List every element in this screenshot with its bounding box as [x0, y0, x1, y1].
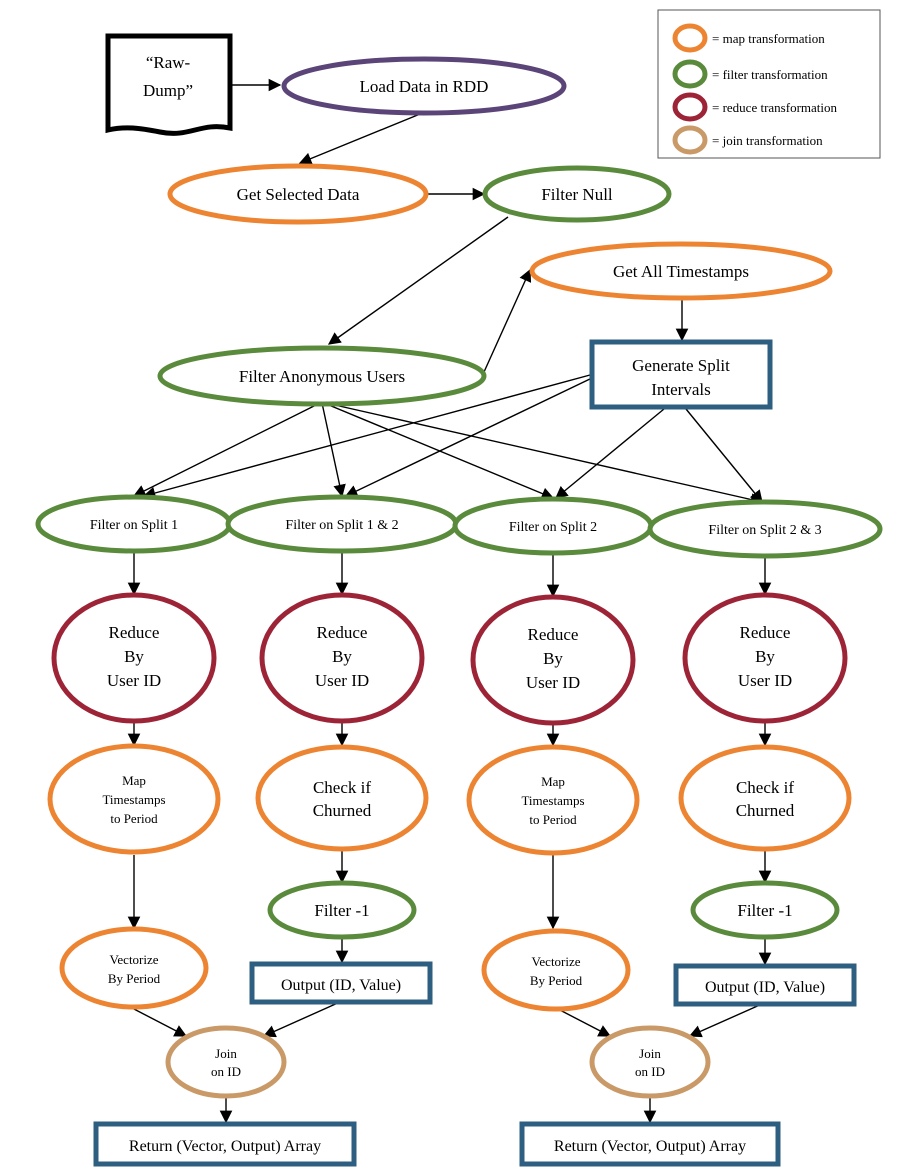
svg-text:to Period: to Period [110, 811, 158, 826]
legend-filter-swatch [672, 59, 708, 89]
svg-text:Reduce: Reduce [317, 623, 368, 642]
filter-split-2-node: Filter on Split 2 [452, 496, 654, 556]
svg-text:Filter on Split 1 & 2: Filter on Split 1 & 2 [285, 518, 398, 533]
check-churned-node-2: Check if Churned [678, 744, 852, 852]
check-churned-node-1: Check if Churned [255, 744, 429, 852]
svg-text:Join: Join [639, 1046, 661, 1061]
svg-text:User ID: User ID [107, 671, 161, 690]
svg-text:Return (Vector, Output) Array: Return (Vector, Output) Array [129, 1138, 321, 1155]
svg-text:Get Selected Data: Get Selected Data [237, 185, 360, 204]
svg-text:Map: Map [541, 774, 565, 789]
vectorize-node-1: Vectorize By Period [59, 926, 209, 1010]
svg-text:Return (Vector, Output) Array: Return (Vector, Output) Array [554, 1138, 746, 1155]
svg-text:on ID: on ID [211, 1064, 241, 1079]
reduce-node-2: Reduce By User ID [259, 592, 425, 724]
svg-text:Filter on Split 2 & 3: Filter on Split 2 & 3 [708, 523, 821, 538]
svg-text:Reduce: Reduce [109, 623, 160, 642]
svg-text:Filter -1: Filter -1 [314, 901, 369, 920]
filter-split-1-node: Filter on Split 1 [35, 494, 233, 554]
filter-neg1-node-1: Filter -1 [267, 880, 417, 940]
svg-text:Reduce: Reduce [740, 623, 791, 642]
svg-text:Intervals: Intervals [651, 380, 710, 399]
svg-text:Timestamps: Timestamps [521, 793, 584, 808]
generate-split-intervals-node: Generate Split Intervals [589, 339, 773, 410]
legend-filter-label: = filter transformation [712, 67, 828, 82]
filter-split-2-3-node: Filter on Split 2 & 3 [647, 499, 883, 559]
svg-text:By: By [543, 649, 563, 668]
svg-text:By: By [755, 647, 775, 666]
svg-text:Timestamps: Timestamps [102, 792, 165, 807]
raw-dump-node: “Raw- Dump” [105, 33, 233, 136]
svg-text:Churned: Churned [313, 801, 372, 820]
return-node-1: Return (Vector, Output) Array [93, 1121, 357, 1167]
reduce-node-1: Reduce By User ID [51, 592, 217, 724]
svg-text:Filter on Split 2: Filter on Split 2 [509, 520, 597, 535]
join-node-2: Join on ID [589, 1025, 711, 1099]
svg-text:Reduce: Reduce [528, 625, 579, 644]
svg-text:Churned: Churned [736, 801, 795, 820]
edges [127, 78, 772, 1124]
svg-text:User ID: User ID [526, 673, 580, 692]
svg-text:Filter on Split 1: Filter on Split 1 [90, 518, 178, 533]
svg-text:By: By [332, 647, 352, 666]
filter-neg1-node-2: Filter -1 [690, 880, 840, 940]
svg-text:By Period: By Period [530, 973, 583, 988]
svg-text:Filter Anonymous Users: Filter Anonymous Users [239, 367, 405, 386]
legend-reduce-swatch [672, 92, 708, 122]
legend-map-label: = map transformation [712, 31, 825, 46]
svg-text:Filter -1: Filter -1 [737, 901, 792, 920]
svg-text:on ID: on ID [635, 1064, 665, 1079]
svg-text:“Raw-: “Raw- [146, 53, 191, 72]
output-node-1: Output (ID, Value) [249, 961, 433, 1005]
vectorize-node-2: Vectorize By Period [481, 928, 631, 1012]
svg-text:Load Data in RDD: Load Data in RDD [360, 77, 489, 96]
filter-null-node: Filter Null [482, 165, 672, 223]
svg-text:Generate Split: Generate Split [632, 356, 730, 375]
svg-text:Map: Map [122, 773, 146, 788]
return-node-2: Return (Vector, Output) Array [519, 1121, 781, 1167]
map-timestamps-node-2: Map Timestamps to Period [466, 744, 640, 856]
svg-text:Get All Timestamps: Get All Timestamps [613, 262, 749, 281]
join-node-1: Join on ID [165, 1025, 287, 1099]
legend-map-swatch [672, 23, 708, 53]
svg-text:Output (ID, Value): Output (ID, Value) [281, 977, 401, 994]
legend: = map transformation = filter transforma… [657, 9, 881, 159]
svg-text:Check if: Check if [313, 778, 371, 797]
svg-text:Filter Null: Filter Null [541, 185, 613, 204]
output-node-2: Output (ID, Value) [673, 963, 857, 1007]
legend-reduce-label: = reduce transformation [712, 100, 838, 115]
svg-text:Vectorize: Vectorize [531, 954, 580, 969]
filter-anonymous-users-node: Filter Anonymous Users [157, 345, 487, 407]
map-timestamps-node-1: Map Timestamps to Period [47, 743, 221, 855]
svg-text:Output (ID, Value): Output (ID, Value) [705, 979, 825, 996]
get-selected-data-node: Get Selected Data [167, 163, 429, 225]
reduce-node-3: Reduce By User ID [470, 594, 636, 726]
legend-join-swatch [672, 125, 708, 155]
svg-text:Check if: Check if [736, 778, 794, 797]
svg-text:User ID: User ID [315, 671, 369, 690]
reduce-node-4: Reduce By User ID [682, 592, 848, 724]
svg-text:User ID: User ID [738, 671, 792, 690]
load-data-node: Load Data in RDD [281, 56, 567, 116]
filter-split-1-2-node: Filter on Split 1 & 2 [225, 494, 459, 554]
svg-text:Join: Join [215, 1046, 237, 1061]
svg-text:By Period: By Period [108, 971, 161, 986]
svg-text:to Period: to Period [529, 812, 577, 827]
get-all-timestamps-node: Get All Timestamps [529, 241, 833, 301]
svg-text:Dump”: Dump” [143, 81, 193, 100]
legend-join-label: = join transformation [712, 133, 823, 148]
svg-text:Vectorize: Vectorize [109, 952, 158, 967]
svg-text:By: By [124, 647, 144, 666]
